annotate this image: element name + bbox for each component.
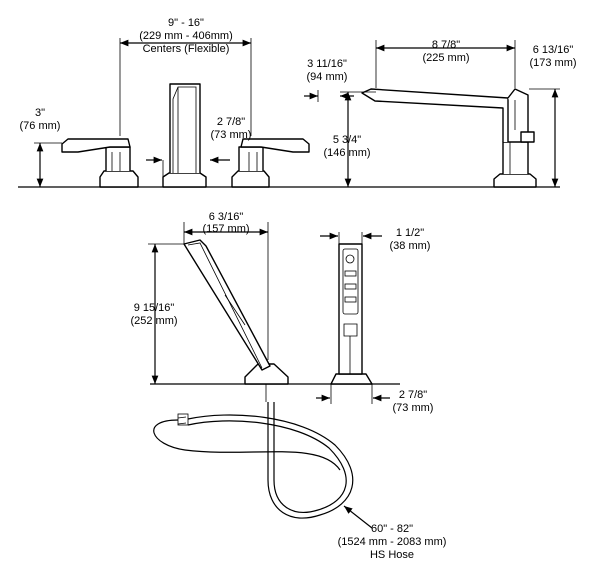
hand-shower-hose — [153, 402, 354, 519]
spout-base-label-2: (94 mm) — [307, 71, 348, 83]
dim-hand-shower-base: 2 7/8" (73 mm) — [316, 384, 433, 414]
dim-handle-height: 3" (76 mm) — [20, 107, 62, 187]
hand-shower-reach-label-1: 6 3/16" — [209, 211, 244, 223]
dim-spout-base: 3 11/16" (94 mm) — [304, 58, 354, 102]
handle-length-label-1: 2 7/8" — [217, 116, 245, 128]
hand-shower-base-label-2: (73 mm) — [393, 402, 434, 414]
hand-shower-width-label-1: 1 1/2" — [396, 227, 424, 239]
hose-label-3: HS Hose — [370, 549, 414, 561]
hand-shower-angled — [183, 239, 289, 402]
hand-shower-base-label-1: 2 7/8" — [399, 389, 427, 401]
spout-height-label-1: 5 3/4" — [333, 134, 361, 146]
right-handle — [231, 138, 310, 188]
dim-hand-shower-width: 1 1/2" (38 mm) — [320, 227, 430, 252]
hand-shower-front — [330, 243, 373, 385]
handle-length-label-2: (73 mm) — [211, 129, 252, 141]
side-view-spout — [361, 88, 537, 188]
spout-reach-label-1: 8 7/8" — [432, 39, 460, 51]
handle-height-label-1: 3" — [35, 107, 45, 119]
hand-shower-width-label-2: (38 mm) — [390, 240, 431, 252]
center-valve-body — [162, 83, 207, 188]
left-handle — [61, 138, 139, 188]
dim-handle-length: 2 7/8" (73 mm) — [146, 116, 251, 187]
centers-label-1: 9" - 16" — [168, 17, 204, 29]
spout-height-label-2: (146 mm) — [323, 147, 370, 159]
handle-height-label-2: (76 mm) — [20, 120, 61, 132]
spout-base-label-1: 3 11/16" — [307, 58, 347, 70]
dim-hose: 60" - 82" (1524 mm - 2083 mm) HS Hose — [338, 505, 447, 561]
hose-label-2: (1524 mm - 2083 mm) — [338, 536, 447, 548]
spout-total-height-label-2: (173 mm) — [529, 57, 576, 69]
spout-total-height-label-1: 6 13/16" — [533, 44, 574, 56]
hose-label-1: 60" - 82" — [371, 523, 413, 535]
spout-reach-label-2: (225 mm) — [422, 52, 469, 64]
centers-label-2: (229 mm - 406mm) — [139, 30, 233, 42]
dim-spout-total-height: 6 13/16" (173 mm) — [529, 44, 577, 187]
hand-shower-reach-label-2: (157 mm) — [202, 223, 249, 235]
hand-shower-height-label-2: (252 mm) — [130, 315, 177, 327]
dim-centers: 9" - 16" (229 mm - 406mm) Centers (Flexi… — [119, 17, 252, 136]
dim-spout-reach: 8 7/8" (225 mm) — [375, 39, 516, 88]
dim-hand-shower-height: 9 15/16" (252 mm) — [130, 243, 184, 384]
centers-label-3: Centers (Flexible) — [143, 43, 230, 55]
dim-spout-height: 5 3/4" (146 mm) — [323, 91, 376, 187]
hand-shower-height-label-1: 9 15/16" — [134, 302, 175, 314]
dim-hand-shower-reach: 6 3/16" (157 mm) — [183, 211, 269, 360]
